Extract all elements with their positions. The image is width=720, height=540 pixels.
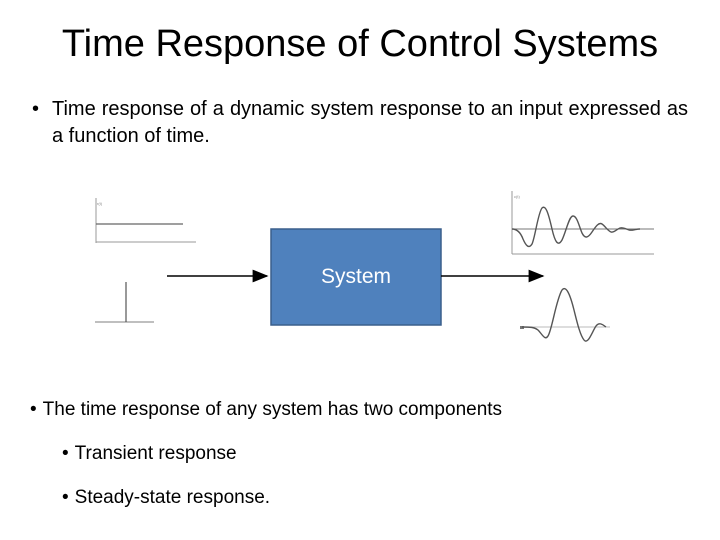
step-input-plot: r(t)	[95, 198, 196, 243]
bullet-intro-text: Time response of a dynamic system respon…	[52, 98, 688, 147]
bullet-steady-state: •Steady-state response.	[62, 486, 270, 510]
bullet-components: •The time response of any system has two…	[30, 398, 502, 422]
impulse-response-curve	[521, 288, 607, 342]
bullet-dot: •	[62, 443, 69, 464]
damped-response-plot: c(t)	[511, 191, 654, 255]
system-block	[270, 228, 442, 326]
bullet-transient-text: Transient response	[74, 443, 237, 464]
bullet-components-text: The time response of any system has two …	[42, 399, 503, 420]
bullet-intro: • Time response of a dynamic system resp…	[32, 96, 688, 150]
damped-response-curve	[511, 206, 641, 248]
impulse-response-plot	[520, 288, 610, 342]
bullet-dot: •	[32, 98, 40, 120]
slide-title: Time Response of Control Systems	[61, 23, 659, 65]
impulse-input-plot	[95, 282, 154, 323]
bullet-transient: •Transient response	[62, 442, 237, 466]
bullet-dot: •	[62, 487, 69, 508]
damped-plot-y-tick: c(t)	[514, 194, 520, 199]
bullet-dot: •	[30, 399, 37, 420]
bullet-steady-state-text: Steady-state response.	[74, 487, 271, 508]
step-plot-y-tick: r(t)	[97, 201, 103, 206]
